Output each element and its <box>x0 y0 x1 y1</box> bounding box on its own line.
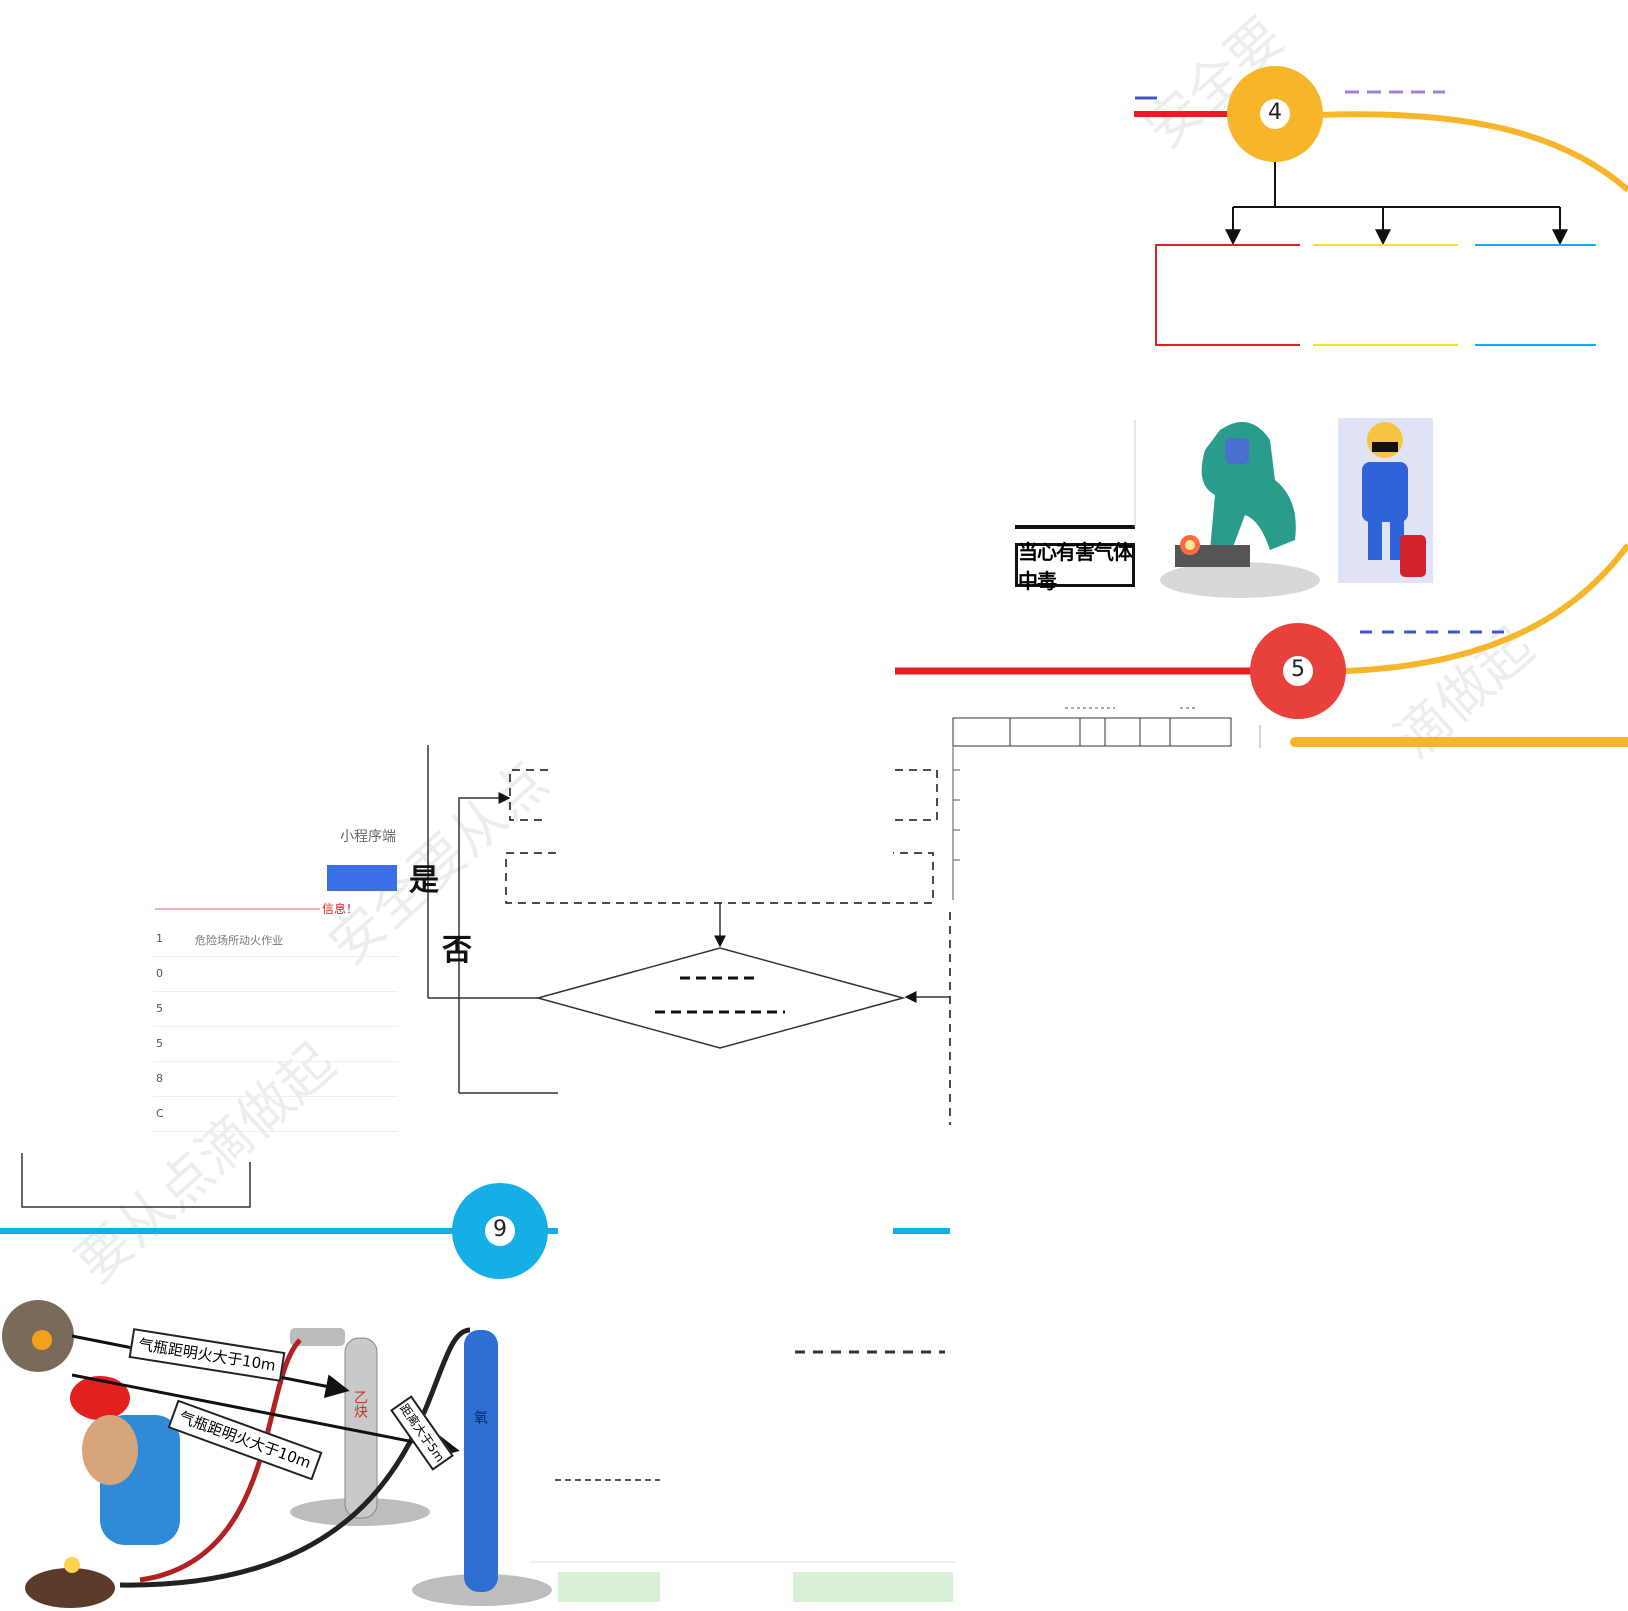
step-5-number: 5 <box>1291 657 1305 682</box>
list-index: 5 <box>156 1002 163 1015</box>
step-4-number: 4 <box>1268 100 1282 125</box>
warning-sign: 当心有害气体中毒 <box>1015 540 1135 593</box>
form-table <box>952 707 1232 900</box>
list-index: C <box>156 1107 164 1120</box>
yellow-curve <box>1319 111 1628 193</box>
flow-arrow-yes <box>458 792 511 1093</box>
app-alert-bar <box>155 908 320 910</box>
gas-cylinder-illustration <box>2 1300 552 1608</box>
list-text: 危险场所动火作业 <box>195 934 283 947</box>
list-item[interactable]: C <box>153 1097 398 1132</box>
yes-label: 是 <box>409 863 439 898</box>
worker-illustration <box>1338 418 1433 583</box>
step-9-number: 9 <box>493 1217 507 1242</box>
oxygen-label: 氧 <box>472 1410 488 1424</box>
app-blue-button[interactable] <box>327 865 397 891</box>
app-alert-text: 信息！ <box>322 902 359 916</box>
list-item[interactable]: 1 危险场所动火作业 <box>153 922 398 957</box>
list-index: 5 <box>156 1037 163 1050</box>
dashed-box-wide <box>505 852 934 904</box>
red-box <box>1155 244 1300 346</box>
no-label: 否 <box>442 933 472 968</box>
list-index: 1 <box>156 932 163 945</box>
list-item[interactable]: 8 <box>153 1062 398 1097</box>
dashed-box <box>509 769 548 821</box>
list-item[interactable]: 5 <box>153 1027 398 1062</box>
list-index: 8 <box>156 1072 163 1085</box>
dashed-box <box>895 769 938 821</box>
welder-illustration <box>1150 415 1335 605</box>
green-cell <box>793 1572 953 1602</box>
step-4-inner <box>1260 99 1290 129</box>
list-item[interactable]: 0 <box>153 957 398 992</box>
bracket <box>21 1153 251 1208</box>
step-9-inner <box>485 1216 515 1246</box>
acetylene-label: 乙炔 <box>352 1390 368 1418</box>
green-cell <box>558 1572 660 1602</box>
app-panel-caption: 小程序端 <box>340 829 396 845</box>
decision-diamond <box>535 947 906 1049</box>
list-item[interactable]: 5 <box>153 992 398 1027</box>
step-5-inner <box>1283 656 1313 686</box>
list-index: 0 <box>156 967 163 980</box>
yellow-curve-5 <box>1344 543 1628 674</box>
